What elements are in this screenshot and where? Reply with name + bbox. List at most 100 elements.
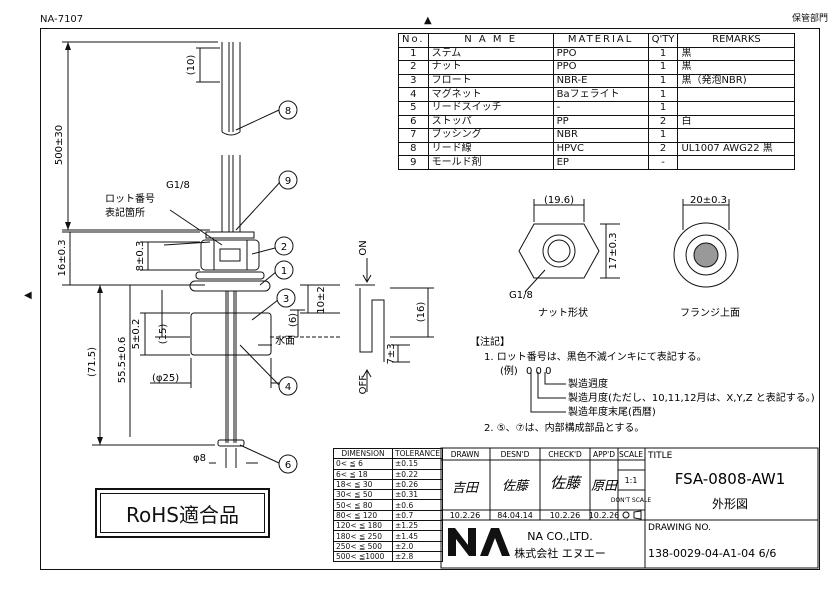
note-1: 1. ロット番号は、黒色不滅インキにて表記する。 <box>484 350 707 363</box>
nut-bore <box>547 239 571 263</box>
checked-date: 10.2.26 <box>550 511 581 520</box>
company-logo <box>448 528 510 556</box>
dim-15: (15) <box>158 324 169 345</box>
callout-circle <box>274 260 294 280</box>
dim-10: (10) <box>186 55 197 76</box>
drawing-no-label: DRAWING NO. <box>648 523 711 533</box>
callout-circle <box>278 454 298 474</box>
table-row: 6< ≦ 18±0.22 <box>333 468 444 480</box>
lead-wire-break <box>221 131 241 136</box>
drawing-number: 138-0029-04-A1-04 6/6 <box>648 547 776 560</box>
legend-month: 製造月度(ただし、10,11,12月は、X,Y,Z と表記する。) <box>568 391 815 404</box>
table-row: 120< ≦ 180±1.25 <box>333 520 444 532</box>
callout-leader <box>169 209 223 246</box>
dim-55-5: 55.5±0.6 <box>117 337 128 384</box>
nut-hexagon <box>518 223 600 279</box>
dim-line <box>155 290 190 338</box>
dim-line <box>92 284 215 446</box>
drawing-frame <box>40 28 820 570</box>
orientation-mark-left: ◀ <box>24 290 32 301</box>
callout-leader <box>235 109 280 131</box>
table-row: 250< ≦ 500±2.0 <box>333 540 444 552</box>
water-surface-label: 水面 <box>275 335 295 347</box>
dim-16: 16±0.3 <box>57 239 68 276</box>
example-digits: 0 0 0 <box>526 366 551 377</box>
checked-label: CHECK'D <box>548 450 582 459</box>
callout-circle <box>278 376 298 396</box>
legend-year: 製造年度末尾(西暦) <box>568 405 656 418</box>
callout-number: 3 <box>283 294 289 305</box>
nut-dim-width: (19.6) <box>544 195 574 206</box>
flange-shape <box>195 271 265 280</box>
lead-wire <box>221 42 241 132</box>
drawn-label: DRAWN <box>451 450 479 459</box>
nut-shape <box>205 231 255 239</box>
callout-leader <box>235 179 283 231</box>
flange-shape <box>189 280 271 292</box>
callout-leader <box>251 299 279 321</box>
projection-icon <box>622 510 642 520</box>
flange-caption: フランジ上面 <box>680 307 740 319</box>
flange-inner <box>685 234 727 276</box>
dim-line <box>290 309 305 337</box>
scale-label: SCALE <box>619 450 643 459</box>
designed-label: DESN'D <box>501 450 530 459</box>
dim-line <box>600 223 620 279</box>
legend-line <box>530 372 566 413</box>
dim-line <box>533 199 585 222</box>
dim-6: (6) <box>288 313 299 327</box>
table-row: 50< ≦ 80±0.6 <box>333 499 444 511</box>
callout-number: 9 <box>285 176 291 187</box>
switch-on-arrow <box>362 258 372 284</box>
title-label: TITLE <box>647 451 673 461</box>
switch-diagram <box>359 288 385 362</box>
switch-on-label: ON <box>358 240 369 255</box>
flange-dim-width: 20±0.3 <box>690 195 727 206</box>
dim-line <box>209 448 258 468</box>
rohs-inner-border <box>100 493 265 533</box>
legend-week: 製造週度 <box>568 377 608 390</box>
rohs-label: RoHS適合品 <box>126 502 239 527</box>
lot-mark-box <box>219 248 241 262</box>
table-row: 30< ≦ 50±0.31 <box>333 489 444 501</box>
dim-line <box>196 47 220 83</box>
drawn-signature: 吉田 <box>452 481 480 496</box>
callout-leader <box>239 344 280 386</box>
nut-bore <box>542 234 576 268</box>
nut-caption: ナット形状 <box>538 306 588 319</box>
callout-circle <box>278 100 298 120</box>
example-label: (例) <box>500 364 518 377</box>
flange-outer <box>673 222 739 288</box>
arrowhead <box>65 222 71 230</box>
nut-thread: G1/8 <box>509 290 533 301</box>
arrowhead <box>97 285 103 293</box>
checked-signature: 佐藤 <box>550 474 583 492</box>
callout-circle <box>278 170 298 190</box>
dim-line <box>392 344 410 363</box>
drawing-type: 外形図 <box>712 497 748 511</box>
dim-line <box>300 284 340 314</box>
dim-8: 8±0.3 <box>135 241 146 272</box>
callout-leader <box>524 269 546 293</box>
lot-label: 表記箇所 <box>105 206 145 219</box>
approved-date: 10.2.26 <box>589 511 620 520</box>
drawing-code: NA-7107 <box>40 14 84 25</box>
designed-date: 84.04.14 <box>497 511 533 520</box>
dim-line <box>62 41 218 231</box>
stem-shape <box>225 291 237 443</box>
table-row: 180< ≦ 250±1.45 <box>333 530 444 542</box>
notes-heading: 【注記】 <box>470 335 510 348</box>
table-row: 18< ≦ 30±0.26 <box>333 478 444 491</box>
scale-value: 1:1 <box>625 476 638 485</box>
storage-note: 保管部門 <box>792 14 829 24</box>
dim-line <box>390 287 434 338</box>
approved-signature: 原田 <box>591 479 619 494</box>
dim-phi25: (φ25) <box>152 373 179 384</box>
callout-circle <box>276 288 296 308</box>
dim-10-2: 10±2 <box>316 286 327 313</box>
